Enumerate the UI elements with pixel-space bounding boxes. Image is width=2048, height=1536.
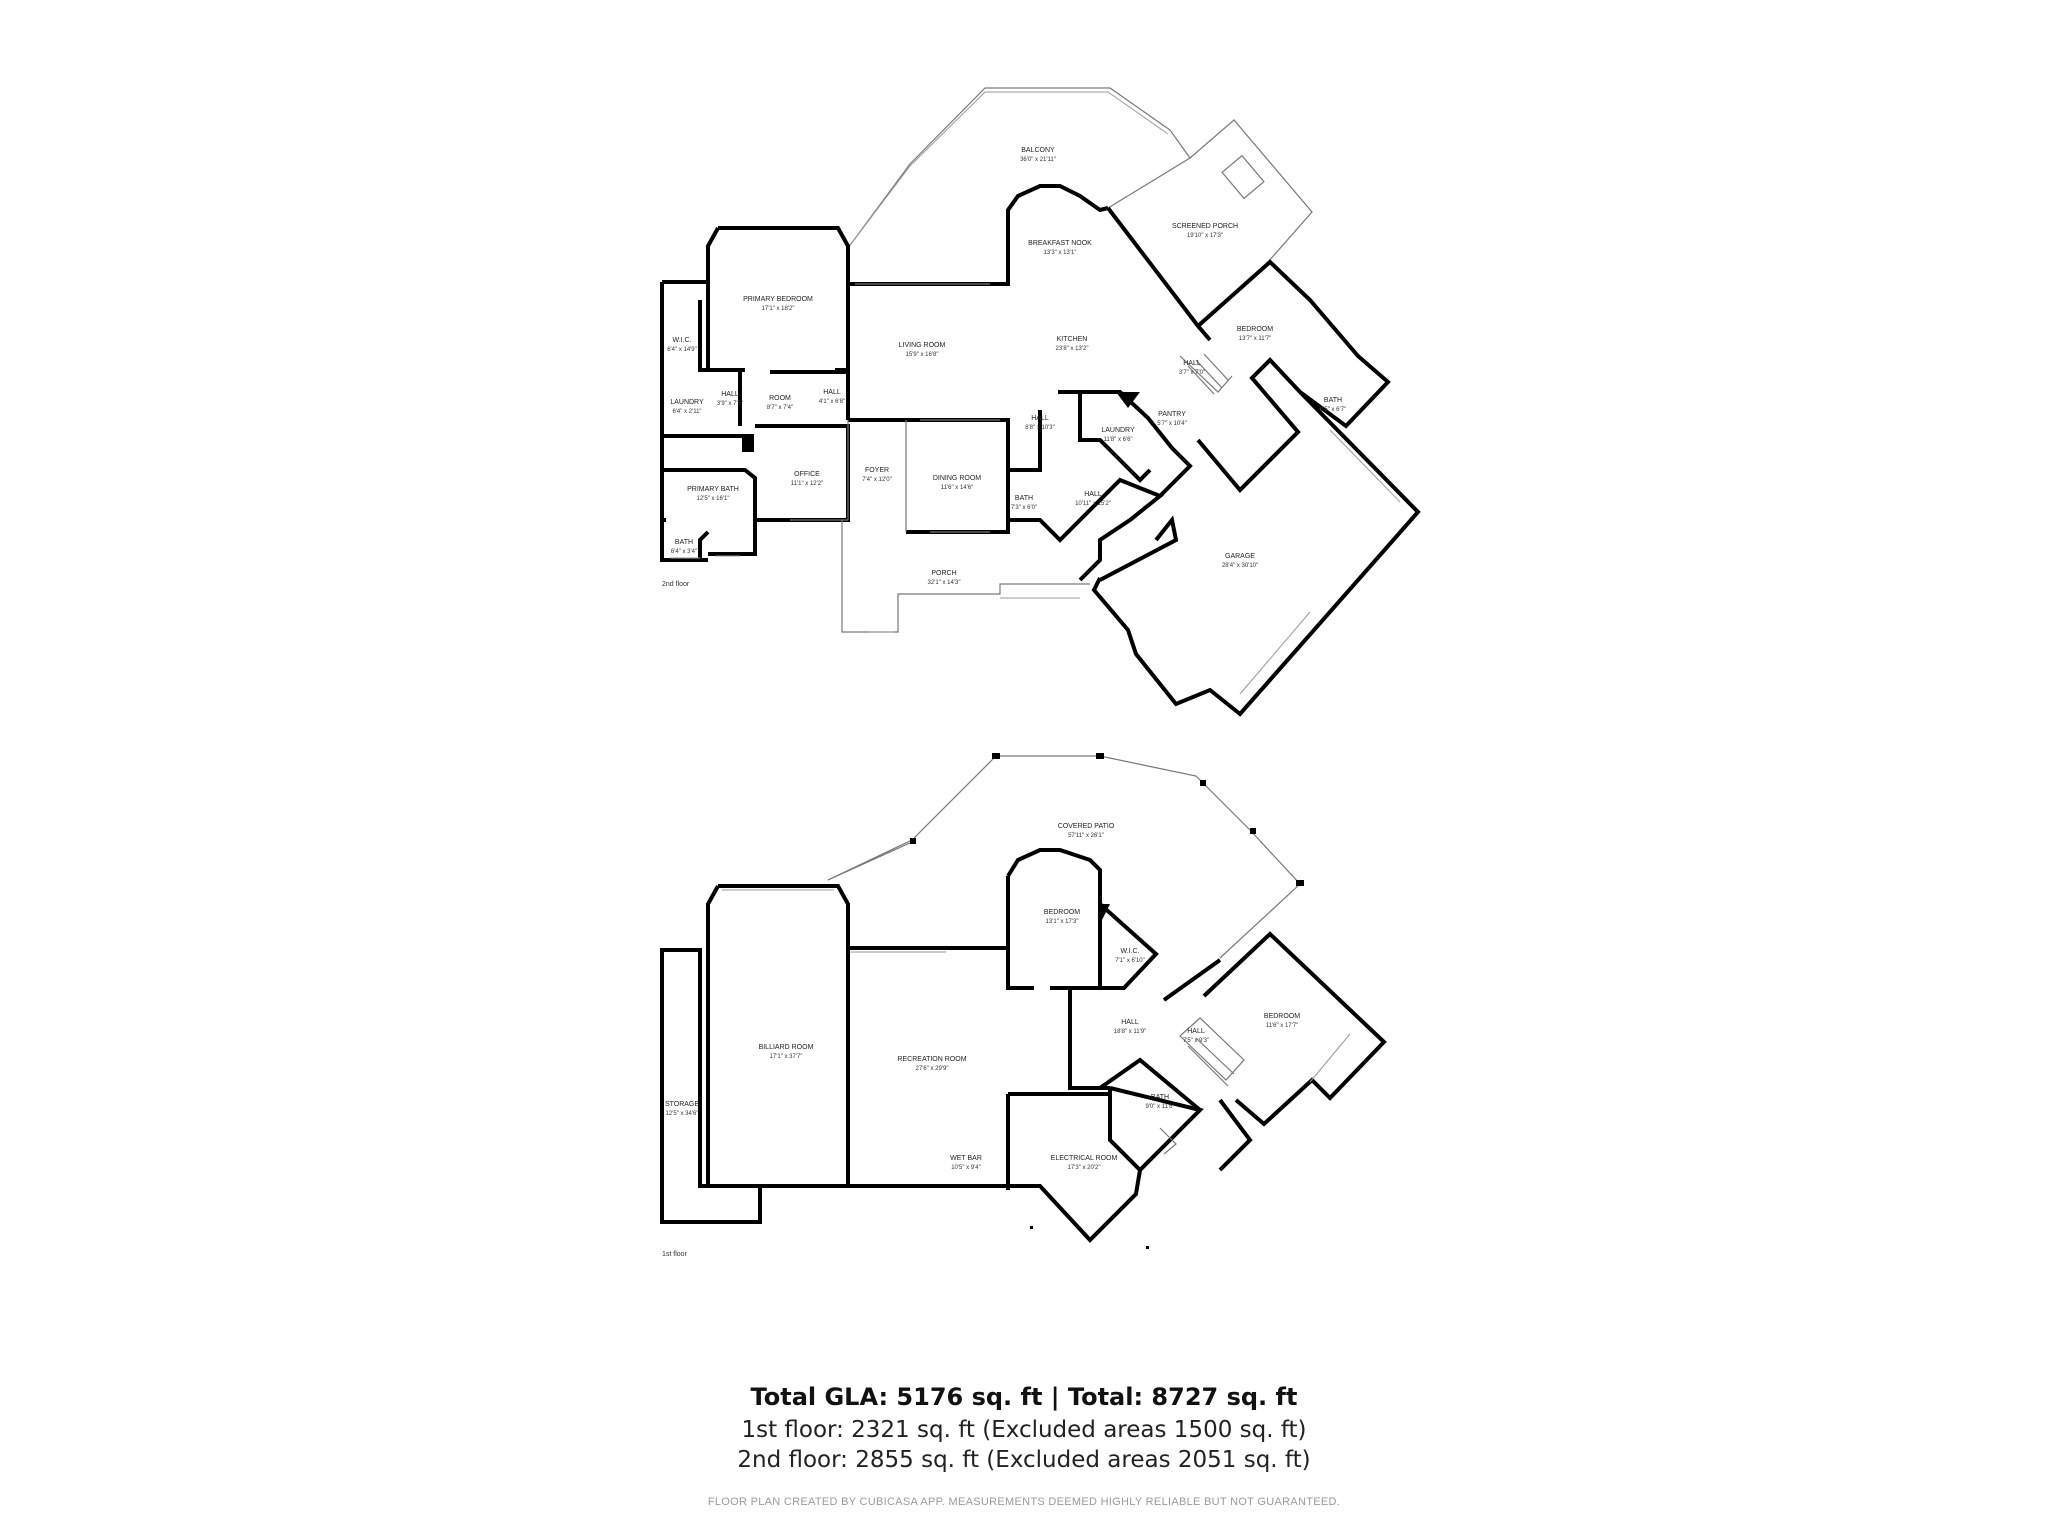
room-label-hall-garage: HALL: [1084, 491, 1102, 498]
room-dim-pantry: 5'7" x 10'4": [1157, 421, 1187, 427]
room-dim-hall-a: 18'8" x 11'9": [1114, 1029, 1146, 1035]
room-dim-laundry-2: 11'8" x 6'6": [1103, 437, 1132, 443]
room-label-laundry: LAUNDRY: [670, 399, 704, 406]
floor-caption-second: 2nd floor: [662, 581, 690, 588]
room-label-storage: STORAGE: [665, 1101, 699, 1108]
floor-caption-first: 1st floor: [662, 1251, 688, 1258]
room-dim-dining-room: 11'6" x 14'6": [941, 485, 973, 491]
room-dim-hall-mid: 4'1" x 6'8": [819, 399, 845, 405]
room-label-office: OFFICE: [794, 471, 820, 478]
room-dim-billiard-room: 17'1" x 37'7": [770, 1054, 803, 1060]
room-label-wet-bar: WET BAR: [950, 1155, 982, 1162]
room-label-covered-patio: COVERED PATIO: [1058, 823, 1115, 830]
room-label-primary-bath: PRIMARY BATH: [687, 486, 739, 493]
room-label-living-room: LIVING ROOM: [899, 342, 946, 349]
room-dim-covered-patio: 57'11" x 26'1": [1068, 833, 1104, 839]
room-dim-bedroom-top: 13'1" x 17'3": [1046, 919, 1079, 925]
room-dim-hall-stair: 3'7" x 7'0": [1179, 370, 1205, 376]
room-label-electrical-room: ELECTRICAL ROOM: [1051, 1155, 1118, 1162]
second-floor-labels: BALCONY 36'0" x 21'11" SCREENED PORCH 19…: [662, 147, 1346, 588]
room-dim-bath-mid: 7'3" x 6'0": [1011, 505, 1037, 511]
room-label-bedroom-top: BEDROOM: [1044, 909, 1080, 916]
room-label-hall-stair: HALL: [1183, 360, 1201, 367]
room-dim-wet-bar: 10'5" x 9'4": [951, 1165, 981, 1171]
room-label-balcony: BALCONY: [1021, 147, 1055, 154]
room-dim-foyer: 7'4" x 12'0": [862, 477, 892, 483]
room-dim-kitchen: 23'8" x 13'2": [1056, 346, 1089, 352]
first-floor-area: 1st floor: 2321 sq. ft (Excluded areas 1…: [741, 1417, 1307, 1443]
room-dim-screened-porch: 19'10" x 17'3": [1187, 233, 1223, 239]
first-floor-labels: COVERED PATIO 57'11" x 26'1" BEDROOM 13'…: [662, 823, 1300, 1258]
room-dim-bath-right: 9'5" x 6'7": [1320, 407, 1346, 413]
room-dim-breakfast-nook: 13'3" x 13'1": [1044, 250, 1077, 256]
room-dim-hall-kitchen: 8'8" x 10'3": [1025, 425, 1055, 431]
room-label-billiard-room: BILLIARD ROOM: [759, 1044, 814, 1051]
second-floor-area: 2nd floor: 2855 sq. ft (Excluded areas 2…: [737, 1447, 1311, 1473]
room-dim-bedroom-right: 11'6" x 17'7": [1266, 1023, 1298, 1029]
room-dim-porch: 32'1" x 14'3": [928, 580, 961, 586]
room-label-bath-left: BATH: [675, 539, 693, 546]
room-dim-hall-b: 7'5" x 9'3": [1183, 1038, 1209, 1044]
room-dim-living-room: 15'9" x 16'8": [906, 352, 939, 358]
room-label-hall-small: HALL: [721, 391, 739, 398]
room-label-laundry-2: LAUNDRY: [1101, 427, 1135, 434]
room-label-recreation-room: RECREATION ROOM: [897, 1056, 966, 1063]
room-dim-electrical-room: 17'3" x 20'2": [1068, 1165, 1101, 1171]
room-dim-office: 11'1" x 12'2": [791, 481, 823, 487]
total-area-summary: Total GLA: 5176 sq. ft | Total: 8727 sq.…: [750, 1383, 1298, 1411]
room-label-hall-kitchen: HALL: [1031, 415, 1049, 422]
room-label-wic-first: W.I.C.: [1120, 948, 1139, 955]
first-floor-plan: [660, 753, 1387, 1249]
room-dim-hall-small: 3'9" x 7'5": [717, 401, 743, 407]
room-label-porch: PORCH: [931, 570, 956, 577]
room-dim-wic-first: 7'1" x 6'10": [1115, 958, 1145, 964]
room-dim-balcony: 36'0" x 21'11": [1020, 157, 1056, 163]
second-floor-plan: [660, 87, 1421, 717]
room-label-screened-porch: SCREENED PORCH: [1172, 223, 1238, 230]
room-label-bath-mid: BATH: [1015, 495, 1033, 502]
room-dim-bedroom: 13'7" x 11'7": [1239, 336, 1271, 342]
room-dim-recreation-room: 27'6" x 29'9": [916, 1066, 949, 1072]
room-dim-bath-left: 6'4" x 3'4": [671, 549, 697, 555]
disclaimer-text: FLOOR PLAN CREATED BY CUBICASA APP. MEAS…: [707, 1496, 1341, 1508]
room-dim-wic: 6'4" x 14'9": [667, 347, 697, 353]
room-dim-storage: 12'5" x 34'6": [666, 1111, 699, 1117]
room-label-hall-b: HALL: [1187, 1028, 1205, 1035]
room-dim-room: 8'7" x 7'4": [767, 405, 793, 411]
room-label-bedroom: BEDROOM: [1237, 326, 1273, 333]
room-dim-bath-first: 9'0" x 11'6": [1145, 1104, 1174, 1110]
room-label-breakfast-nook: BREAKFAST NOOK: [1028, 240, 1092, 247]
room-label-room: ROOM: [769, 395, 791, 402]
room-label-hall-mid: HALL: [823, 389, 841, 396]
room-label-bath-right: BATH: [1324, 397, 1342, 404]
room-label-hall-a: HALL: [1121, 1019, 1139, 1026]
room-label-pantry: PANTRY: [1158, 411, 1186, 418]
room-dim-hall-garage: 10'11" x 15'2": [1075, 501, 1111, 507]
room-dim-laundry: 6'4" x 2'11": [672, 409, 701, 415]
room-label-dining-room: DINING ROOM: [933, 475, 981, 482]
room-dim-garage: 28'4" x 30'10": [1222, 563, 1258, 569]
room-dim-primary-bath: 12'5" x 16'1": [697, 496, 730, 502]
room-label-wic: W.I.C.: [672, 337, 691, 344]
room-label-garage: GARAGE: [1225, 553, 1255, 560]
room-dim-primary-bedroom: 17'1" x 18'2": [762, 306, 795, 312]
room-label-primary-bedroom: PRIMARY BEDROOM: [743, 296, 813, 303]
room-label-foyer: FOYER: [865, 467, 889, 474]
room-label-kitchen: KITCHEN: [1057, 336, 1088, 343]
room-label-bath-first: BATH: [1151, 1094, 1169, 1101]
room-label-bedroom-right: BEDROOM: [1264, 1013, 1300, 1020]
